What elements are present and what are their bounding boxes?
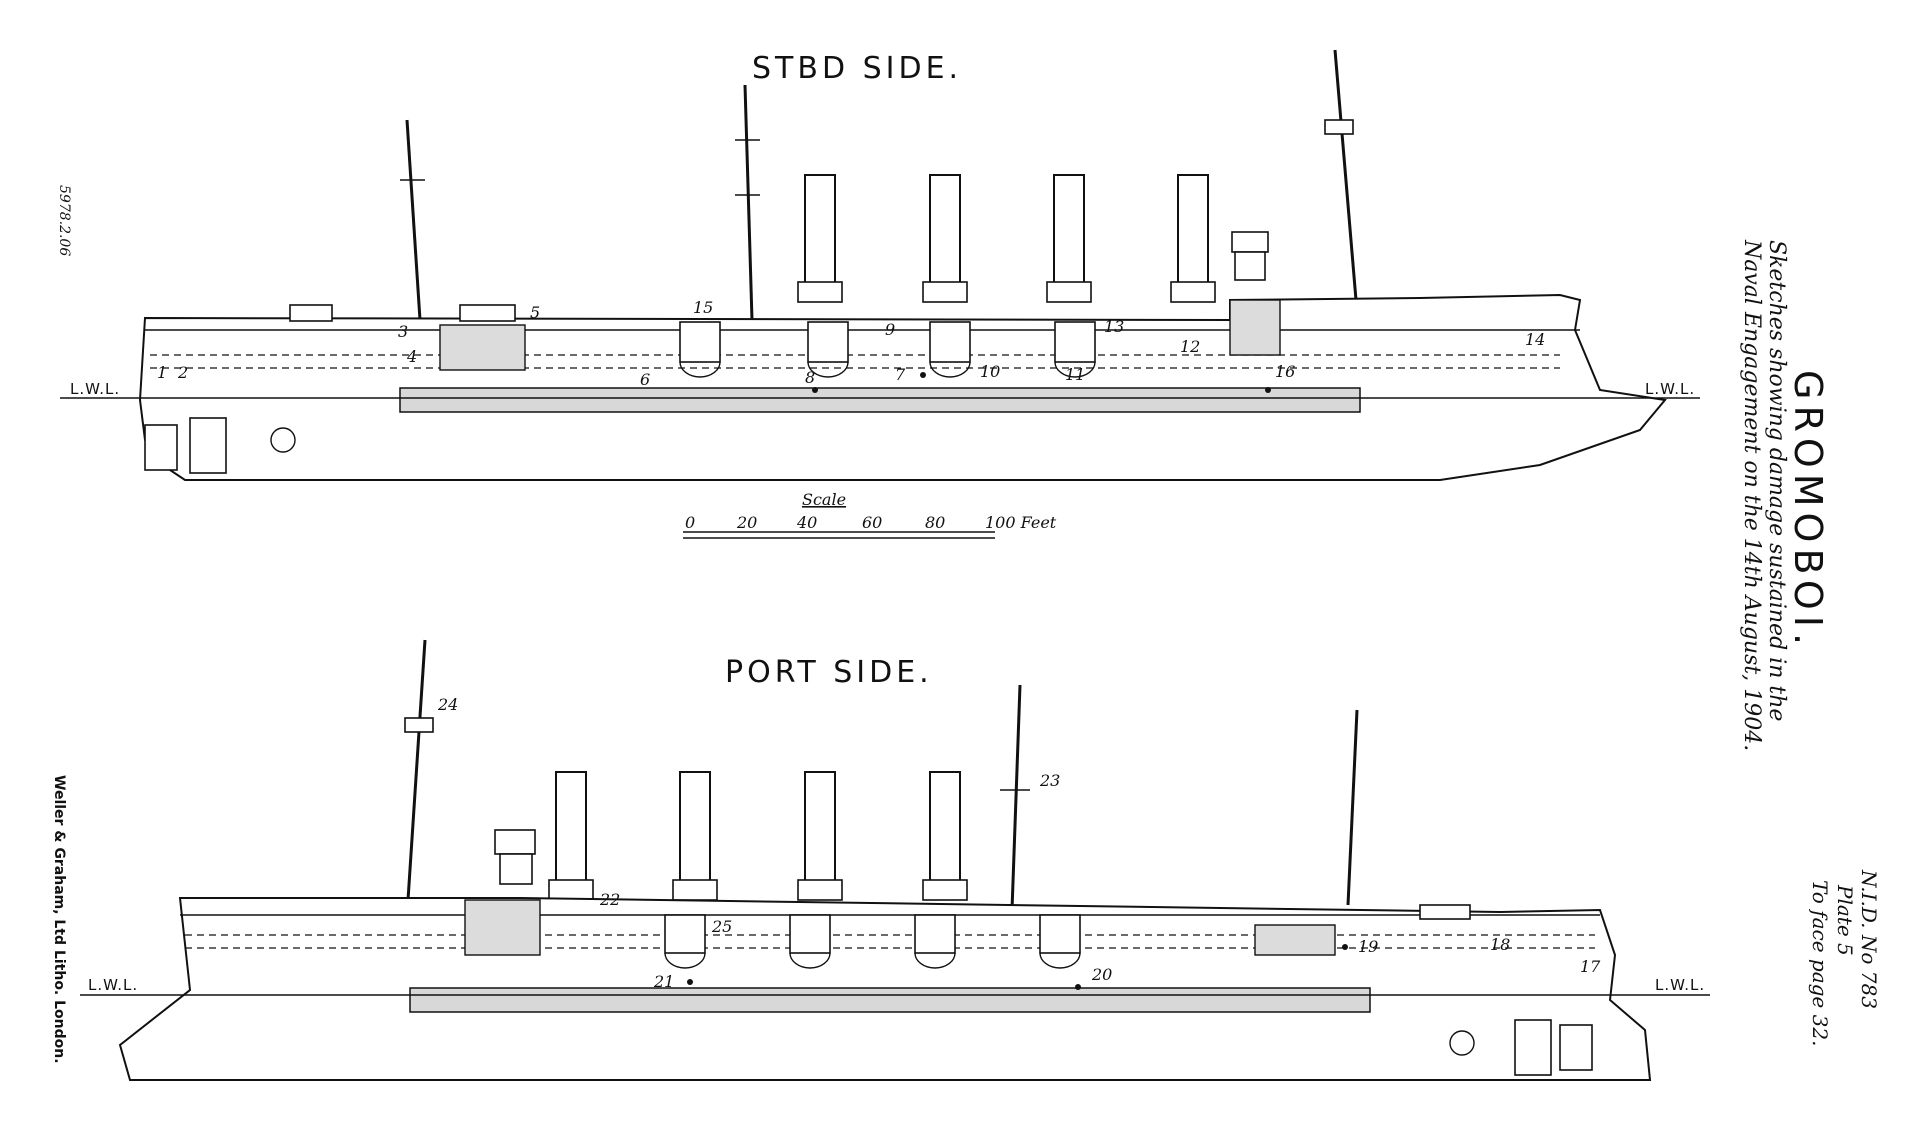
damage-label: 2: [177, 363, 188, 382]
fore-mast: [405, 119, 422, 321]
damage-label: 20: [1091, 965, 1112, 984]
damage-label: 12: [1180, 337, 1200, 356]
starboard-ship: STBD SIDE.: [60, 49, 1700, 481]
damage-label: 3: [398, 322, 408, 341]
scale-tick: 40: [796, 513, 817, 532]
damage-label: 22: [599, 890, 620, 909]
main-mast: [743, 84, 754, 321]
scale-tick: 80: [925, 513, 945, 532]
damage-label: 19: [1358, 937, 1378, 956]
damage-label: 10: [980, 362, 1000, 381]
port-wl-left: L.W.L.: [88, 976, 138, 994]
plate-title: GROMOBOI.: [1786, 370, 1830, 651]
starboard-wl-right: L.W.L.: [1645, 380, 1695, 398]
fore-mast: [1346, 709, 1359, 906]
scale-tick: 20: [736, 513, 757, 532]
propeller-icon: [270, 427, 296, 453]
damage-label: 5: [530, 303, 540, 322]
plate-reference-2: Plate 5: [1833, 884, 1857, 956]
damage-label: 4: [406, 347, 417, 366]
damage-label: 17: [1580, 957, 1601, 976]
funnel-1: [804, 174, 836, 286]
damage-label: 6: [640, 370, 650, 389]
port-ship: PORT SIDE.: [80, 639, 1710, 1081]
funnel-3: [1053, 174, 1085, 286]
main-mast: [1010, 684, 1022, 911]
plate-reference-1: N.I.D. No 783: [1857, 869, 1881, 1009]
damage-label: 25: [711, 917, 732, 936]
damage-label: 1: [157, 363, 167, 382]
mizzen-mast: [1333, 49, 1358, 301]
funnel-1: [555, 771, 587, 883]
plate-subtitle-1: Sketches showing damage sustained in the: [1764, 240, 1789, 721]
damage-label: 7: [895, 365, 906, 384]
funnel-4: [1177, 174, 1209, 286]
damage-label: 11: [1065, 365, 1085, 384]
scale-tick: 60: [862, 513, 882, 532]
damage-label: 9: [885, 320, 895, 339]
printer-imprint: Weller & Graham, Ltd Litho. London.: [51, 775, 67, 1064]
scale-tick: 0: [685, 513, 695, 532]
damage-label: 24: [437, 695, 458, 714]
starboard-armour-belt: [399, 387, 1361, 413]
damage-label: 15: [693, 298, 713, 317]
damage-label: 14: [1525, 330, 1545, 349]
rudder: [144, 424, 178, 471]
plate-reference-3: To face page 32.: [1808, 880, 1832, 1046]
starboard-wl-left: L.W.L.: [70, 380, 120, 398]
funnel-3: [804, 771, 836, 883]
scale-title: Scale: [802, 490, 846, 509]
damage-label: 21: [653, 972, 674, 991]
damage-label: 13: [1104, 317, 1124, 336]
scale-bar: Scale 0 20 40 60 80 100 Feet: [683, 490, 1057, 539]
port-wl-right: L.W.L.: [1655, 976, 1705, 994]
damage-label: 23: [1039, 771, 1060, 790]
port-armour-belt: [409, 987, 1371, 1013]
funnel-2: [929, 174, 961, 286]
starboard-heading: STBD SIDE.: [752, 51, 962, 86]
damage-label: 8: [805, 368, 815, 387]
damage-label: 16: [1275, 362, 1295, 381]
port-heading: PORT SIDE.: [725, 655, 933, 690]
propeller-icon: [1449, 1030, 1475, 1056]
funnel-4: [929, 771, 961, 883]
plate-subtitle-2: Naval Engagement on the 14th August, 190…: [1739, 239, 1764, 751]
damage-label: 18: [1490, 935, 1510, 954]
rudder: [1559, 1024, 1593, 1071]
scale-tick: 100 Feet: [985, 513, 1057, 532]
funnel-2: [679, 771, 711, 883]
catalog-number: 5978.2.06: [56, 185, 72, 256]
mizzen-mast: [406, 639, 427, 901]
